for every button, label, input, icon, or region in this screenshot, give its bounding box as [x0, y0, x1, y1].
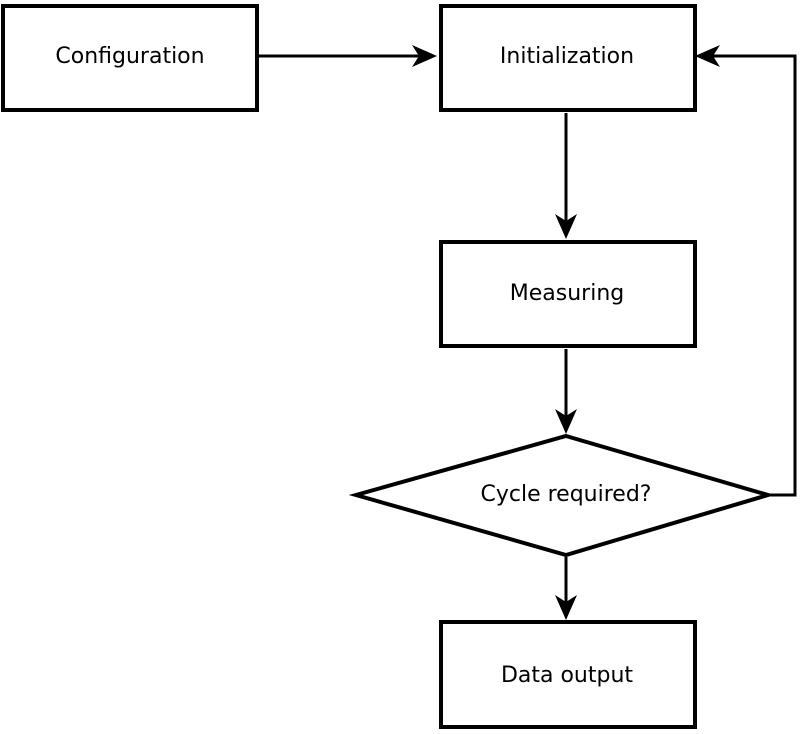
- arrow-head-left: [695, 45, 720, 67]
- node-shape-rectangle: [439, 240, 697, 348]
- node-configuration[interactable]: Configuration: [1, 4, 259, 112]
- arrow-head-down: [555, 409, 577, 434]
- edge-cycle-required-to-initialization-loop: [695, 45, 797, 497]
- node-measuring[interactable]: Measuring: [439, 240, 697, 348]
- arrow-head-right: [412, 45, 437, 67]
- node-shape-rectangle: [439, 4, 697, 112]
- edge-configuration-to-initialization: [259, 45, 437, 67]
- node-label-initialization: Initialization: [500, 44, 634, 69]
- node-data-output[interactable]: Data output: [439, 620, 697, 729]
- node-label-cycle-required: Cycle required?: [481, 482, 652, 507]
- node-cycle-required[interactable]: Cycle required?: [348, 433, 776, 558]
- node-shape-rectangle: [1, 4, 259, 112]
- node-label-measuring: Measuring: [510, 281, 624, 306]
- node-label-configuration: Configuration: [55, 44, 204, 69]
- node-label-data-output: Data output: [501, 663, 633, 688]
- node-initialization[interactable]: Initialization: [439, 4, 697, 112]
- edge-measuring-to-cycle-required: [555, 349, 577, 434]
- edge-initialization-to-measuring: [555, 113, 577, 239]
- arrow-head-down: [555, 595, 577, 620]
- node-shape-rectangle: [439, 620, 697, 729]
- node-shape-diamond: [348, 433, 776, 558]
- edge-line: [706, 54, 797, 497]
- arrow-head-down: [555, 214, 577, 239]
- edge-cycle-required-to-data-output: [555, 557, 577, 620]
